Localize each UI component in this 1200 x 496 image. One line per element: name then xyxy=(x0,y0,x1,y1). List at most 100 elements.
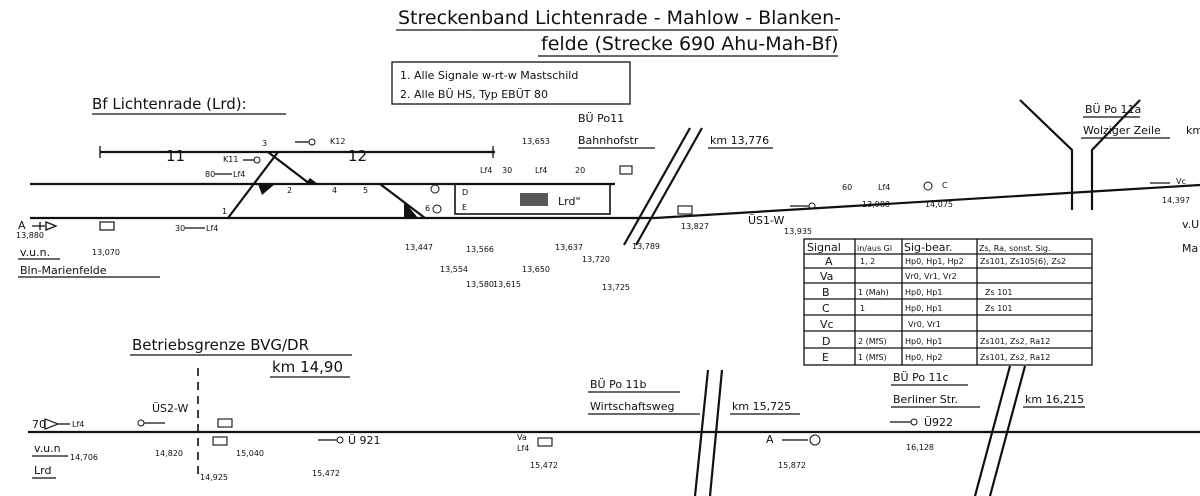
lf4-70-label: 70 xyxy=(32,418,46,431)
table-header-zs: Zs, Ra, sonst. Sig. xyxy=(979,244,1051,253)
km-15472b: 15,472 xyxy=(530,461,558,470)
table-cell-6-2: Hp0, Hp2 xyxy=(905,353,942,362)
lower-track: 70 Lf4 v.u.n Lrd 14,706 ÜS2-W 14,820 14,… xyxy=(28,402,1200,482)
km-16128: 16,128 xyxy=(906,443,934,452)
lf4-60-label: 60 xyxy=(842,183,852,192)
table-cell-3-0: C xyxy=(822,302,830,315)
station-box-label: Lrd" xyxy=(558,195,581,208)
crossing-po11c-km: km 16,215 xyxy=(1025,393,1084,406)
signal-e-label: E xyxy=(462,203,467,212)
km-13988: 13,988 xyxy=(862,200,890,209)
lower-lrd: Lrd xyxy=(34,464,51,477)
label-ma-right: Ma xyxy=(1182,242,1198,255)
lf4-20c-top: 20 xyxy=(575,166,585,175)
lf4-20-top: Lf4 xyxy=(480,166,492,175)
signal-d-icon xyxy=(430,184,440,194)
crossing-po11-km: km 13,776 xyxy=(710,134,769,147)
crossing-po11-street: Bahnhofstr xyxy=(578,134,639,147)
table-header-sigbear: Sig-bear. xyxy=(904,241,953,254)
table-header-inaus: in/aus Gl xyxy=(857,244,892,253)
us1-label: ÜS1-W xyxy=(748,214,785,227)
signal-k11-label: K11 xyxy=(223,155,238,164)
lf4-30-label: 30 xyxy=(175,224,185,233)
table-cell-6-1: 1 (MfS) xyxy=(858,353,887,362)
signal-k12-icon xyxy=(308,138,316,146)
signal-c-icon xyxy=(923,181,933,191)
km-14075: 14,075 xyxy=(925,200,953,209)
km-13070: 13,070 xyxy=(92,248,120,257)
u922-label: Ü922 xyxy=(924,416,953,429)
switch-3: 3 xyxy=(262,139,267,148)
u921-label: Ü 921 xyxy=(348,434,381,447)
km-13615: 13,615 xyxy=(493,280,521,289)
lf4-60-lf: Lf4 xyxy=(878,183,890,192)
table-cell-5-2: Hp0, Hp1 xyxy=(905,337,942,346)
km-15472a: 15,472 xyxy=(312,469,340,478)
label-vu-right: v.U xyxy=(1182,218,1199,231)
lf4-30-top: 30 xyxy=(502,166,512,175)
table-cell-6-0: E xyxy=(822,351,829,364)
table-header-signal: Signal xyxy=(807,241,841,254)
km-13580: 13,580 xyxy=(466,280,494,289)
border-block: Betriebsgrenze BVG/DR km 14,90 xyxy=(130,336,352,480)
crossing-po11b-name: BÜ Po 11b xyxy=(590,378,647,391)
station-name: Bf Lichtenrade (Lrd): xyxy=(92,95,247,113)
crossing-po11a-name: BÜ Po 11a xyxy=(1085,103,1141,116)
km-13650: 13,650 xyxy=(522,265,550,274)
km-13935: 13,935 xyxy=(784,227,812,236)
signal-table: Signal in/aus Gl Sig-bear. Zs, Ra, sonst… xyxy=(803,238,1093,366)
switch-2: 2 xyxy=(287,186,292,195)
table-cell-1-0: Va xyxy=(820,270,833,283)
km-15040: 15,040 xyxy=(236,449,264,458)
table-cell-0-2: Hp0, Hp1, Hp2 xyxy=(905,257,964,266)
signal-k11-icon xyxy=(253,156,261,164)
title-line-2: felde (Strecke 690 Ahu-Mah-Bf) xyxy=(541,33,839,55)
crossing-po11a: BÜ Po 11a Wolziger Zeile km xyxy=(1019,99,1200,210)
crossing-po11c: BÜ Po 11c Berliner Str. km 16,215 xyxy=(891,365,1085,496)
crossing-po11a-km: km xyxy=(1186,124,1200,137)
km-14925: 14,925 xyxy=(200,473,228,482)
note-1: 1. Alle Signale w-rt-w Mastschild xyxy=(400,69,578,82)
km-13789: 13,789 xyxy=(632,242,660,251)
lower-va: Va xyxy=(517,433,527,442)
table-cell-3-3: Zs 101 xyxy=(985,304,1012,313)
station-signals: A 13,880 v.u.n. 13,070 Bln-Marienfelde K… xyxy=(16,137,1199,292)
table-cell-0-1: 1, 2 xyxy=(860,257,875,266)
km-13880: 13,880 xyxy=(16,231,44,240)
crossing-po11c-street: Berliner Str. xyxy=(893,393,958,406)
crossing-po11b-street: Wirtschaftsweg xyxy=(590,400,675,413)
lf4-70-lf: Lf4 xyxy=(72,420,84,429)
table-cell-4-0: Vc xyxy=(820,318,834,331)
lower-a: A xyxy=(766,433,774,446)
km-13725: 13,725 xyxy=(602,283,630,292)
crossing-po11b: BÜ Po 11b Wirtschaftsweg km 15,725 xyxy=(588,369,800,496)
km-13827: 13,827 xyxy=(681,222,709,231)
notes-box: 1. Alle Signale w-rt-w Mastschild 2. All… xyxy=(391,61,631,105)
track-11-label: 11 xyxy=(166,147,185,165)
table-cell-5-3: Zs101, Zs2, Ra12 xyxy=(980,337,1050,346)
signal-a-icon xyxy=(45,221,58,231)
lf4-20b-top: Lf4 xyxy=(535,166,547,175)
lf4-80-label: 80 xyxy=(205,170,215,179)
signal-c-label: C xyxy=(942,181,948,190)
table-cell-2-0: B xyxy=(822,286,830,299)
signal-vc-label: Vc xyxy=(1176,177,1186,186)
crossing-po11b-km: km 15,725 xyxy=(732,400,791,413)
km-14706: 14,706 xyxy=(70,453,98,462)
track-12-label: 12 xyxy=(348,147,367,165)
table-cell-2-1: 1 (Mah) xyxy=(858,288,889,297)
border-km: km 14,90 xyxy=(272,358,343,376)
signal-e-icon xyxy=(432,204,442,214)
switch-6: 6 xyxy=(425,204,430,213)
crossing-po11-name: BÜ Po11 xyxy=(578,112,624,125)
lower-vun: v.u.n xyxy=(34,442,61,455)
crossing-po11: BÜ Po11 Bahnhofstr km 13,776 xyxy=(578,112,773,246)
u922-icon xyxy=(910,418,918,426)
table-cell-1-2: Vr0, Vr1, Vr2 xyxy=(905,272,957,281)
km-13447: 13,447 xyxy=(405,243,433,252)
label-vun-top: v.u.n. xyxy=(20,246,50,259)
table-cell-2-3: Zs 101 xyxy=(985,288,1012,297)
crossing-po11a-street: Wolziger Zeile xyxy=(1083,124,1161,137)
km-15872: 15,872 xyxy=(778,461,806,470)
